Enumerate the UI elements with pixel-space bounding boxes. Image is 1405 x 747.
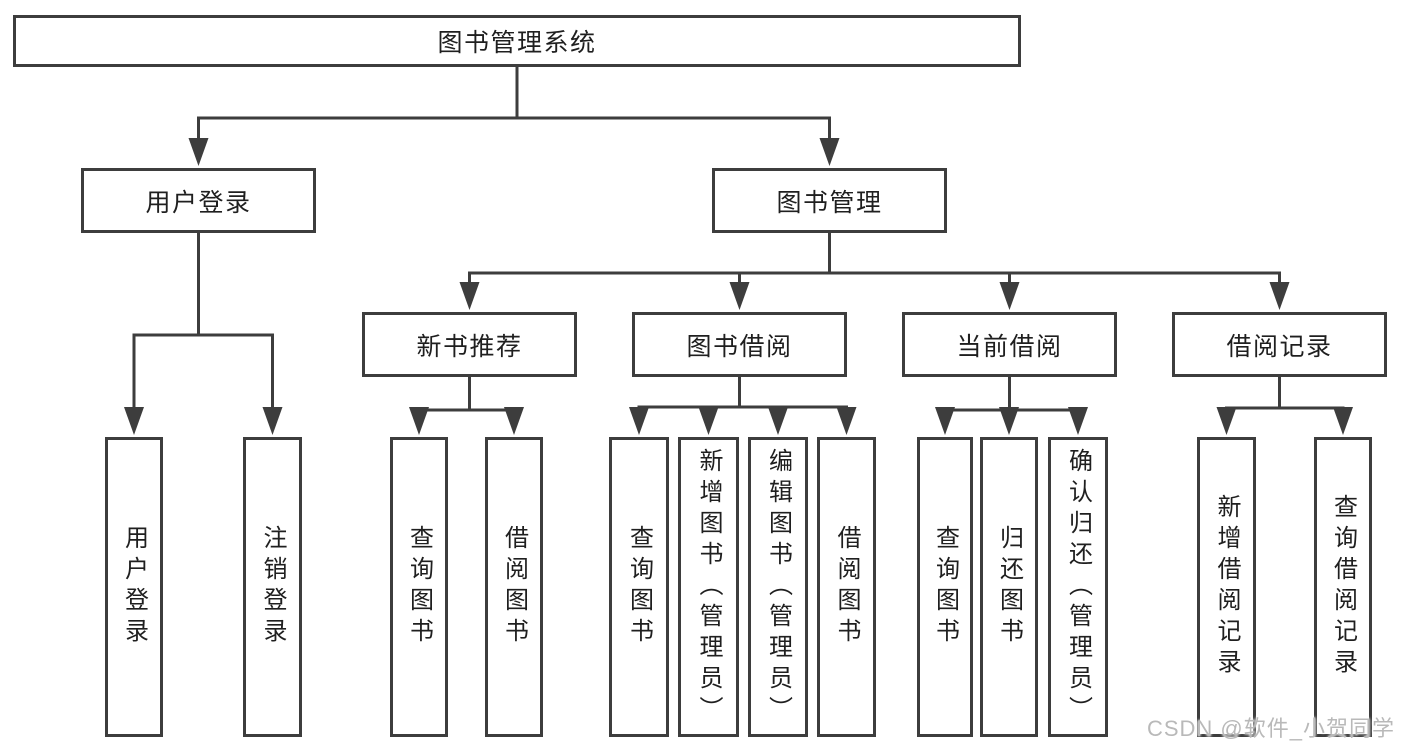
arrowhead-icon [1068,407,1088,435]
arrowhead-icon [409,407,429,435]
node-user-login: 用户登录 [81,168,316,233]
node-label: 归还图书 [995,525,1023,649]
node-label: 查询图书 [625,525,653,649]
node-leaf-add-book-admin: 新增图书（管理员） [678,437,739,737]
node-borrow-records: 借阅记录 [1172,312,1387,377]
node-label: 用户登录 [145,188,252,217]
node-book-borrow: 图书借阅 [632,312,847,377]
node-label: 用户登录 [120,525,148,649]
node-new-book-rec: 新书推荐 [362,312,577,377]
node-leaf-borrow-book-rec: 借阅图书 [485,437,543,737]
arrowhead-icon [999,282,1020,310]
node-label: 借阅图书 [500,525,528,649]
arrowhead-icon [629,407,649,435]
node-label: 新增借阅记录 [1213,494,1240,680]
arrowhead-icon [1216,407,1237,435]
arrowhead-icon [935,407,955,435]
arrowhead-icon [262,407,283,435]
node-label: 图书管理系统 [437,29,597,57]
node-leaf-return-book: 归还图书 [980,437,1038,737]
node-label: 查询图书 [405,525,433,649]
node-label: 编辑图书（管理员） [764,447,792,727]
node-current-borrow: 当前借阅 [902,312,1117,377]
node-leaf-query-book-current: 查询图书 [917,437,973,737]
node-leaf-query-borrow-record: 查询借阅记录 [1314,437,1372,737]
node-label: 图书借阅 [686,332,793,361]
arrowhead-icon [729,282,750,310]
node-leaf-add-borrow-record: 新增借阅记录 [1197,437,1256,737]
arrowhead-icon [504,407,524,435]
arrowhead-icon [188,138,209,166]
node-label: 新增图书（管理员） [695,447,722,727]
node-leaf-edit-book-admin: 编辑图书（管理员） [748,437,808,737]
arrowhead-icon [1269,282,1290,310]
node-leaf-borrow-book-borrow: 借阅图书 [817,437,876,737]
node-leaf-query-book-borrow: 查询图书 [609,437,669,737]
node-root: 图书管理系统 [13,15,1021,67]
arrowhead-icon [768,407,788,435]
arrowhead-icon [459,282,480,310]
node-label: 新书推荐 [416,332,523,361]
node-label: 查询图书 [931,525,959,649]
node-label: 当前借阅 [956,332,1063,361]
arrowhead-icon [836,407,857,435]
csdn-watermark: CSDN @软件_小贺同学 [1146,716,1395,741]
node-leaf-user-login: 用户登录 [105,437,163,737]
arrowhead-icon [819,138,840,166]
node-label: 注销登录 [259,525,286,649]
node-leaf-query-book-rec: 查询图书 [390,437,448,737]
node-book-mgmt: 图书管理 [712,168,947,233]
arrowhead-icon [999,407,1019,435]
node-label: 借阅图书 [833,525,860,649]
node-leaf-confirm-return-admin: 确认归还（管理员） [1048,437,1108,737]
node-label: 查询借阅记录 [1329,494,1357,680]
node-label: 图书管理 [776,188,883,217]
arrowhead-icon [124,407,144,435]
node-label: 借阅记录 [1226,332,1333,361]
arrowhead-icon [698,407,719,435]
node-leaf-logout: 注销登录 [243,437,302,737]
node-label: 确认归还（管理员） [1064,447,1092,727]
arrowhead-icon [1333,407,1353,435]
